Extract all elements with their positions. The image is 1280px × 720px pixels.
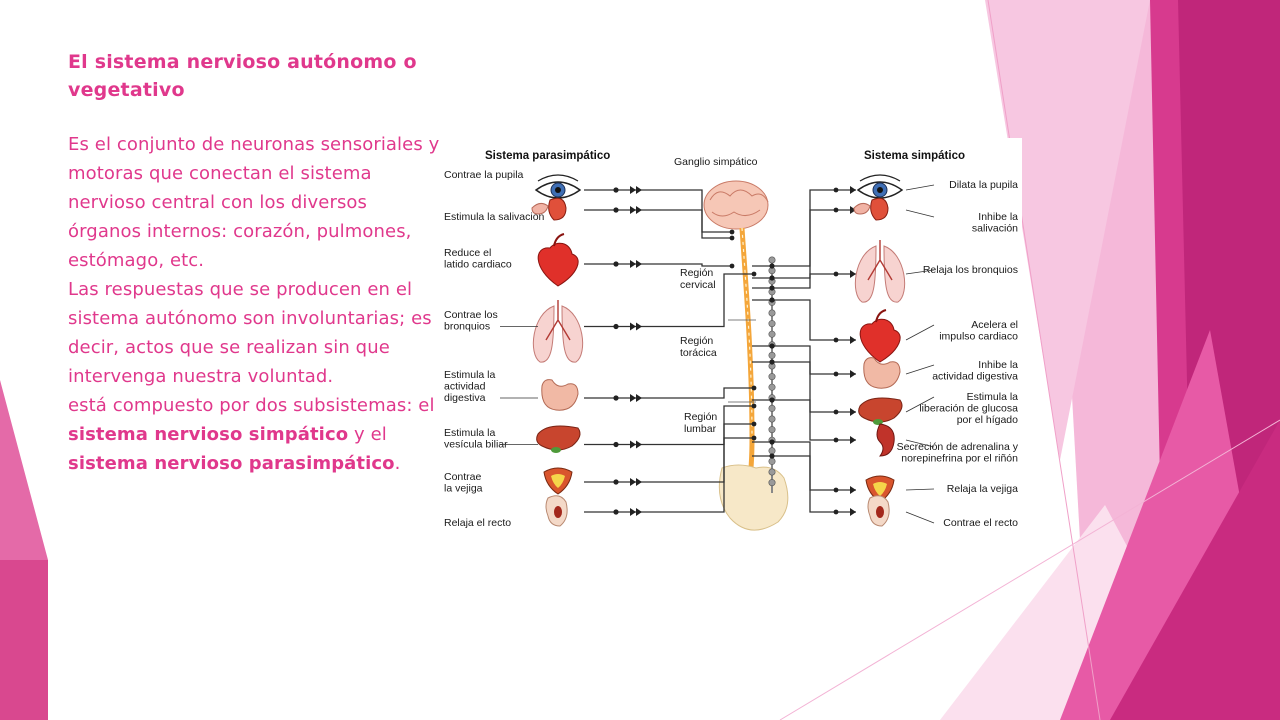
region-thoracic-line2: torácica (680, 347, 717, 359)
eye-icon (534, 174, 582, 199)
liver-icon (858, 397, 903, 425)
symp-effect-2: Relaja los bronquios (752, 240, 1018, 303)
symp-effect-0: Dilata la pupila (752, 174, 1018, 269)
slide-title: El sistema nervioso autónomo o vegetativ… (68, 51, 417, 101)
lungs-icon (854, 240, 906, 303)
lungs-icon (532, 300, 584, 363)
paragraph-definition: Es el conjunto de neuronas sensoriales y… (68, 134, 440, 271)
ganglion-node (768, 404, 776, 412)
symp-label: Relaja la vejiga (947, 483, 1018, 495)
para-label: Relaja el recto (444, 517, 511, 529)
kidney-icon (876, 423, 895, 457)
paragraph-subsystems: está compuesto por dos subsistemas: el s… (68, 391, 440, 478)
ganglion-node (768, 256, 776, 264)
header-sympathetic: Sistema simpático (864, 150, 965, 162)
ganglion-node (768, 468, 776, 476)
region-cervical-line2: cervical (680, 279, 716, 291)
region-thoracic-line1: Región (680, 335, 713, 347)
header-parasympathetic: Sistema parasimpático (485, 150, 610, 162)
slide-body: Es el conjunto de neuronas sensoriales y… (68, 130, 440, 478)
ganglion-node (768, 415, 776, 423)
eye-icon (856, 174, 904, 199)
ganglion-node (768, 457, 776, 465)
bladder-icon (865, 475, 895, 503)
subsystems-middle: y el (348, 424, 387, 445)
region-lumbar-line1: Región (684, 411, 717, 423)
heart-icon (537, 233, 579, 287)
para-label: Contrae la pupila (444, 169, 524, 181)
salivary-gland-icon (531, 197, 567, 221)
region-lumbar-line2: lumbar (684, 423, 717, 435)
term-parasympathetic: sistema nervioso parasimpático (68, 453, 395, 474)
subsystems-prefix: está compuesto por dos subsistemas: el (68, 395, 435, 416)
stomach-icon (541, 379, 579, 411)
subsystems-suffix: . (394, 453, 401, 474)
para-effect-7: Relaja el recto (444, 435, 757, 529)
paragraph-involuntary: Las respuestas que se producen en el sis… (68, 279, 432, 387)
ganglion-node (768, 309, 776, 317)
brain-icon (703, 180, 769, 230)
pelvis-icon (718, 464, 789, 531)
bladder-icon (543, 467, 573, 495)
sympathetic-ganglion-chain (768, 256, 776, 493)
symp-label: Relaja los bronquios (923, 264, 1018, 276)
para-label: Estimula la salivación (444, 211, 545, 223)
symp-effect-8: Contrae el recto (752, 453, 1018, 529)
ganglion-node (768, 479, 776, 487)
autonomic-nervous-system-diagram: Sistema parasimpático Ganglio simpático … (440, 138, 1022, 548)
symp-effect-7: Relaja la vejiga (752, 439, 1018, 503)
ganglion-node (768, 447, 776, 455)
symp-label: Contrae el recto (943, 517, 1018, 529)
rectum-icon (867, 495, 890, 527)
symp-label: Dilata la pupila (949, 179, 1018, 191)
ganglion-node (768, 383, 776, 391)
heart-icon (859, 309, 901, 363)
ganglion-node (768, 320, 776, 328)
header-ganglion: Ganglio simpático (674, 156, 758, 168)
term-sympathetic: sistema nervioso simpático (68, 424, 349, 445)
para-effect-1: Estimula la salivación (444, 197, 735, 241)
salivary-gland-icon (853, 197, 889, 221)
rectum-icon (545, 495, 568, 527)
ganglion-node (768, 351, 776, 359)
ganglion-node (768, 426, 776, 434)
ganglion-node (768, 373, 776, 381)
para-effect-0: Contrae la pupila (444, 169, 735, 235)
ganglion-node (768, 330, 776, 338)
region-cervical-line1: Región (680, 267, 713, 279)
liver-icon (536, 425, 581, 453)
stomach-icon (863, 357, 901, 389)
